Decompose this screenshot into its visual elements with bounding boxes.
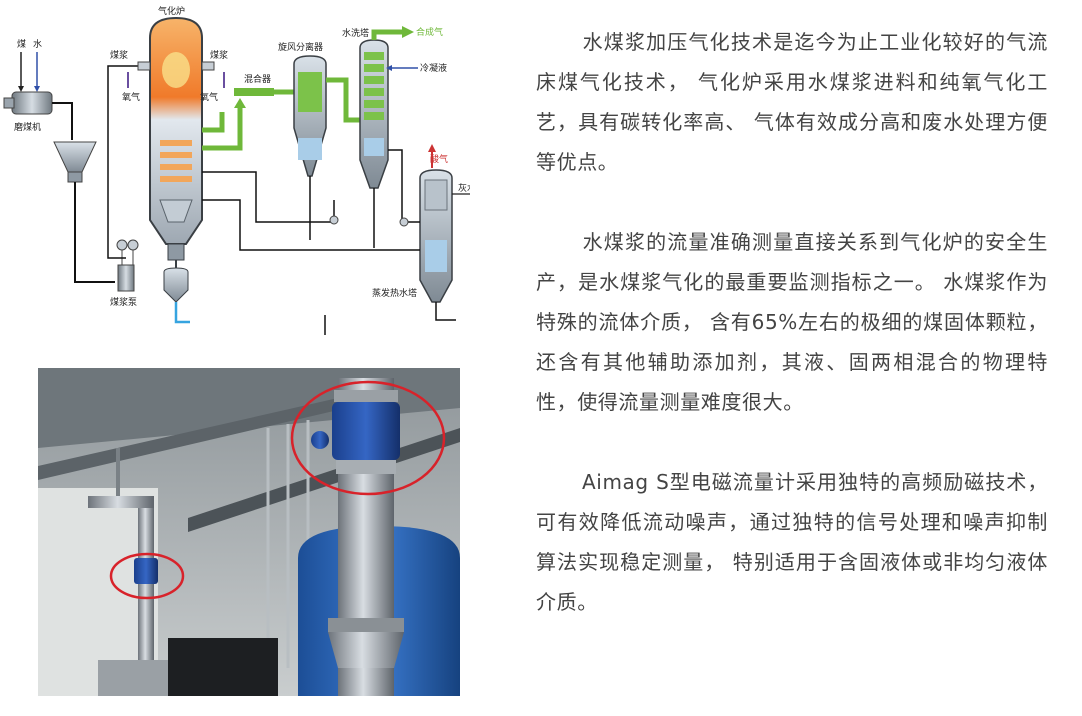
oxygen-right-label: 氧气 [200, 91, 218, 103]
acid-gas-arrow-icon [428, 144, 436, 152]
slurry-right-label: 煤浆 [210, 49, 228, 61]
slurry-pump-icon [117, 264, 135, 292]
water-label: 水 [33, 38, 42, 50]
coal-arrow-icon [18, 86, 24, 92]
grey-water-label: 灰水 [458, 182, 470, 194]
grinder-label: 磨煤机 [14, 121, 41, 133]
mixer-label: 混合器 [244, 73, 271, 85]
syngas-arrow-icon [402, 26, 414, 38]
grinder-icon [11, 91, 53, 115]
small-flowmeter-highlight [109, 552, 185, 600]
large-flowmeter-highlight [290, 380, 446, 496]
slag-lockhopper-icon [163, 267, 189, 303]
slurry-tank-icon [53, 141, 97, 173]
slurry-left-label: 煤浆 [110, 49, 128, 61]
installation-photo [38, 368, 460, 696]
coal-label: 煤 [17, 38, 26, 50]
water-arrow-icon [34, 86, 40, 92]
mixer-icon [234, 88, 274, 96]
description-text: 水煤浆加压气化技术是迄今为止工业化较好的气流床煤气化技术， 气化炉采用水煤浆进料… [536, 22, 1048, 622]
large-flowmeter [332, 402, 400, 460]
process-flow-svg: 煤 水 磨煤机 煤浆泵 气化炉 煤浆 煤浆 氧气 氧气 混合器 旋风分离器 [3, 5, 476, 335]
paragraph-aimag-solution: Aimag S型电磁流量计采用独特的高频励磁技术，可有效降低流动噪声，通过独特的… [536, 470, 1048, 614]
condensate-label: 冷凝液 [420, 62, 447, 74]
evaporator-label: 蒸发热水塔 [372, 287, 417, 299]
paragraph-gasification-intro: 水煤浆加压气化技术是迄今为止工业化较好的气流床煤气化技术， 气化炉采用水煤浆进料… [536, 30, 1048, 174]
cyclone-label: 旋风分离器 [278, 41, 323, 53]
slurry-pump-label: 煤浆泵 [110, 296, 137, 308]
process-flow-diagram: 煤 水 磨煤机 煤浆泵 气化炉 煤浆 煤浆 氧气 氧气 混合器 旋风分离器 [0, 0, 476, 345]
small-flowmeter [134, 558, 158, 584]
paragraph-measurement-challenge: 水煤浆的流量准确测量直接关系到气化炉的安全生产，是水煤浆气化的最重要监测指标之一… [536, 230, 1048, 414]
installation-photo-svg [38, 368, 460, 696]
acid-gas-label: 酸气 [430, 153, 448, 165]
syngas-label: 合成气 [416, 26, 443, 38]
oxygen-left-label: 氧气 [122, 91, 140, 103]
gasifier-label: 气化炉 [158, 5, 185, 17]
scrubber-label: 水洗塔 [342, 27, 369, 39]
